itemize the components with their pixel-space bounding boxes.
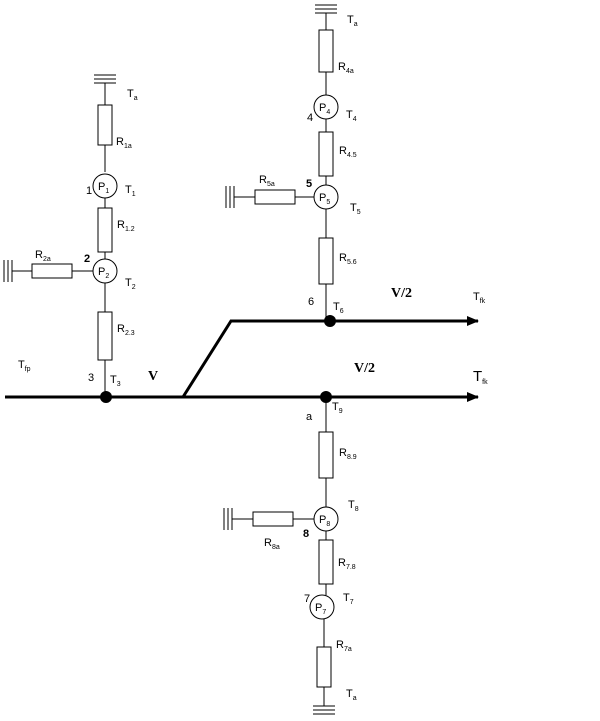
label-P1: P1	[98, 181, 109, 195]
label-R1a: R1a	[116, 136, 132, 150]
left-branch	[3, 74, 118, 403]
label-R5a: R5a	[259, 174, 275, 188]
ground-icon	[225, 186, 235, 208]
resistor-R1a	[97, 104, 113, 146]
label-R12: R1.2	[117, 219, 135, 233]
junction-9	[320, 391, 332, 403]
label-Ta-bottom: Ta	[346, 688, 357, 702]
label-R78: R7.8	[338, 557, 356, 571]
label-T5: T5	[350, 202, 361, 216]
ground-icon	[94, 74, 116, 84]
label-T3: T3	[110, 374, 121, 388]
label-num-6: 6	[308, 296, 314, 308]
label-Tfk-lower: Tfk	[473, 368, 488, 386]
label-T7: T7	[343, 592, 354, 606]
resistor-R78	[318, 539, 334, 585]
label-num-5: 5	[306, 178, 312, 190]
label-R89: R8.9	[339, 447, 357, 461]
branch-flow-line	[181, 316, 479, 398]
label-T4: T4	[346, 109, 357, 123]
upper-right-branch	[225, 4, 339, 327]
label-T6: T6	[333, 301, 344, 315]
resistor-R12	[97, 207, 113, 253]
label-P4: P4	[319, 102, 330, 116]
label-T9: T9	[332, 401, 343, 415]
ground-icon	[315, 4, 337, 14]
label-Tfp: Tfp	[18, 359, 31, 373]
resistor-R23	[97, 311, 113, 361]
label-T1: T1	[125, 184, 136, 198]
junction-6	[324, 315, 336, 327]
label-lower-V-half: V/2	[354, 361, 375, 376]
junction-3	[100, 391, 112, 403]
label-R2a: R2a	[35, 249, 51, 263]
resistor-R89	[318, 431, 334, 479]
label-R45: R4.5	[339, 145, 357, 159]
label-num-1: 1	[86, 185, 92, 197]
resistor-R45	[318, 131, 334, 177]
label-R56: R5.6	[339, 252, 357, 266]
label-num-9: a	[306, 411, 313, 423]
resistor-R8a	[252, 511, 294, 527]
label-num-8: 8	[303, 528, 309, 540]
label-R8a: R8a	[264, 537, 280, 551]
ground-icon	[313, 705, 335, 715]
node-P7	[309, 594, 335, 620]
resistor-R56	[318, 237, 334, 285]
label-num-3: 3	[88, 372, 94, 384]
label-num-4: 4	[307, 112, 313, 124]
label-Ta-top-right: Ta	[347, 14, 358, 28]
label-num-7: 7	[304, 593, 310, 605]
label-R23: R2.3	[117, 323, 135, 337]
label-R4a: R4a	[338, 61, 354, 75]
label-num-2: 2	[84, 253, 90, 265]
lower-right-branch	[223, 391, 339, 715]
label-upper-V-half: V/2	[391, 286, 412, 301]
label-R7a: R7a	[336, 639, 352, 653]
ground-icon	[223, 508, 233, 530]
resistor-R2a	[31, 263, 73, 279]
label-P2: P2	[98, 266, 109, 280]
resistor-R7a	[316, 646, 332, 688]
label-Tfk-upper: Tfk	[473, 291, 486, 305]
label-V: V	[148, 369, 158, 384]
label-P7: P7	[315, 602, 326, 616]
label-P8: P8	[319, 514, 330, 528]
label-P5: P5	[319, 192, 330, 206]
label-T2: T2	[125, 277, 136, 291]
label-T8: T8	[348, 499, 359, 513]
ground-icon	[3, 260, 13, 282]
resistor-R5a	[254, 189, 296, 205]
resistor-R4a	[318, 29, 334, 73]
label-Ta-top-left: Ta	[127, 88, 138, 102]
